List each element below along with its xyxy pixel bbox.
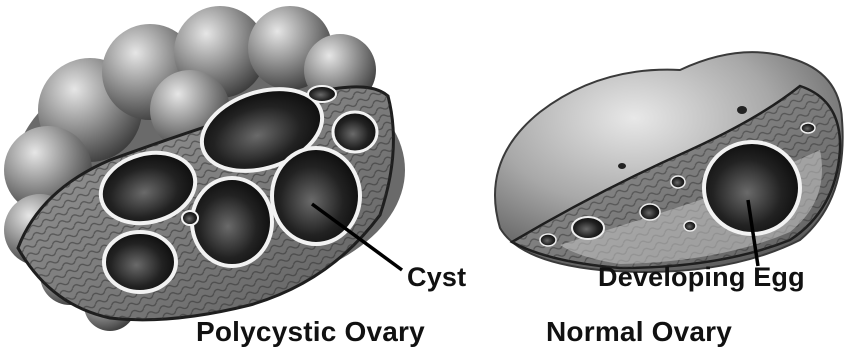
cyst-5 — [104, 232, 176, 292]
normal-ovary-caption: Normal Ovary — [546, 316, 732, 348]
polycystic-ovary-caption: Polycystic Ovary — [196, 316, 425, 348]
cyst-3 — [192, 178, 272, 266]
polycystic-ovary-drawing — [4, 6, 405, 331]
cyst-7 — [308, 86, 336, 102]
cyst-6 — [333, 112, 377, 152]
cyst-8 — [182, 211, 198, 225]
normal-ovary-drawing — [495, 52, 843, 272]
cyst-label: Cyst — [407, 262, 466, 293]
developing-egg-label: Developing Egg — [598, 262, 805, 293]
